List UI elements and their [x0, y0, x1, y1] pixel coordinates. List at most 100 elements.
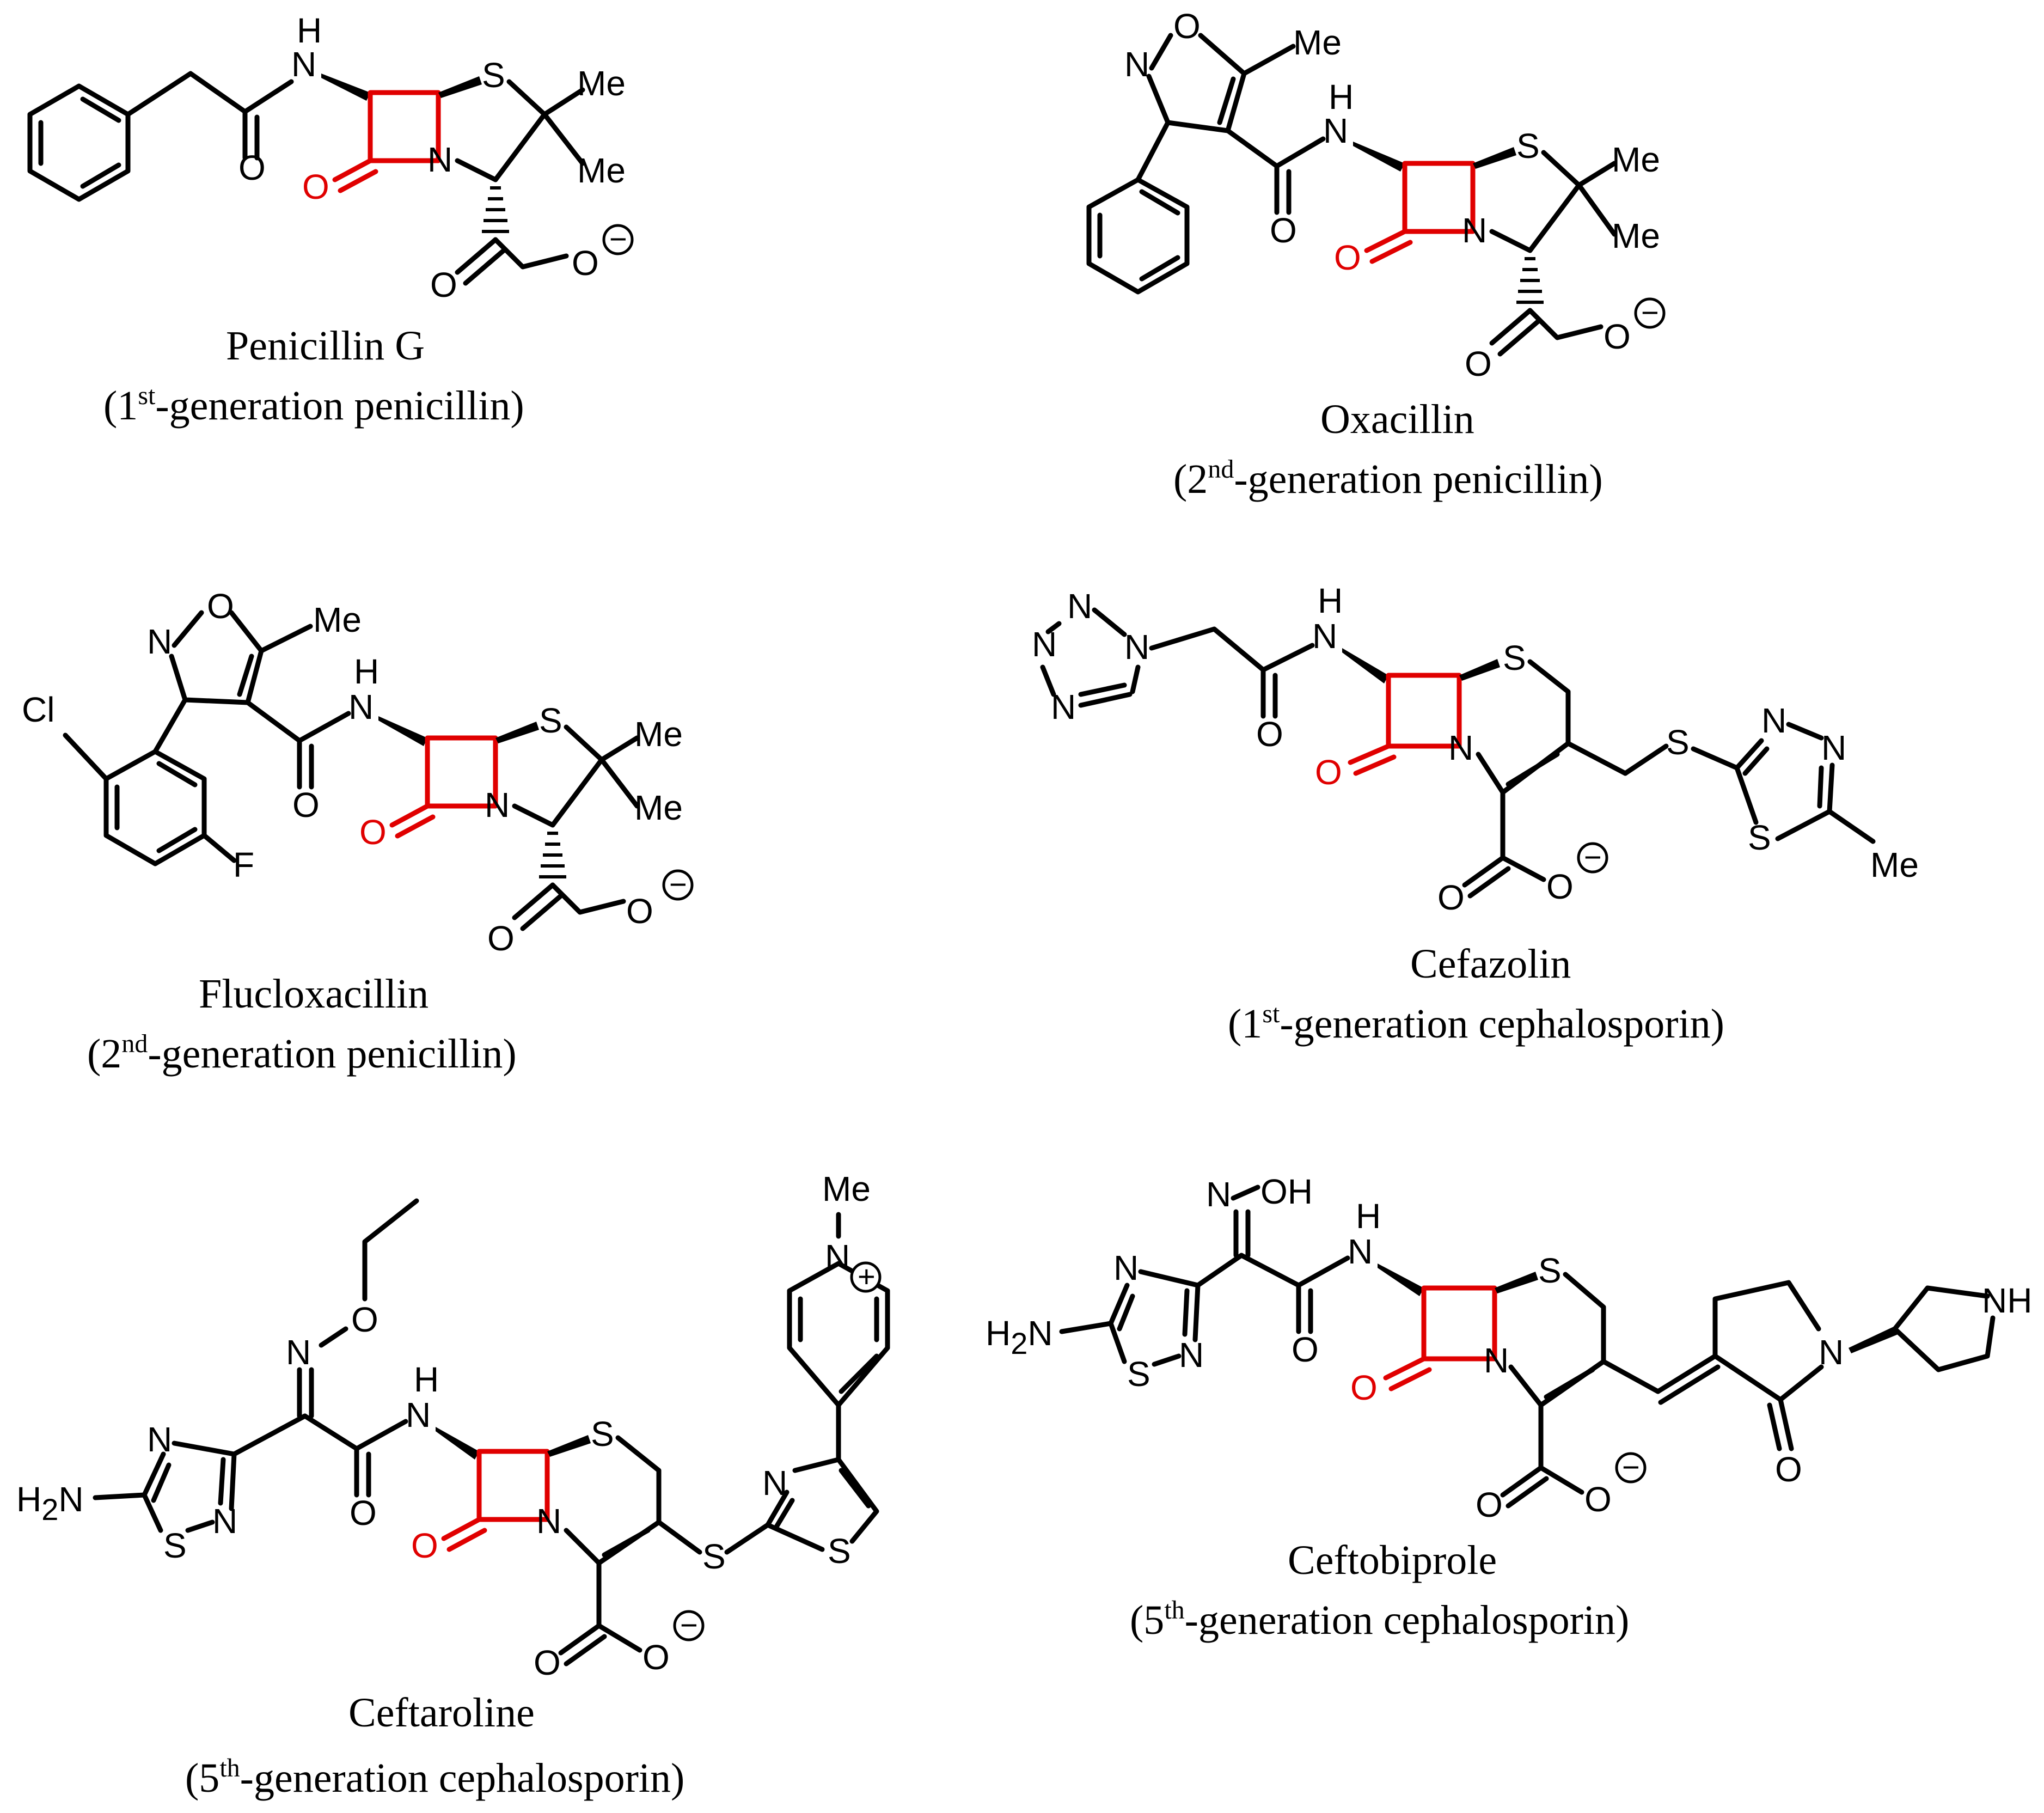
caption-name-oxacillin: Oxacillin [1320, 396, 1474, 442]
atom-Me-isox: Me [313, 600, 362, 639]
atom-O: O [487, 919, 515, 958]
atom-N-ring: N [427, 140, 452, 179]
beta-lactam-ring [368, 90, 441, 163]
atom-O-isox: O [207, 587, 234, 626]
caption-name-ceftobiprole: Ceftobiprole [1288, 1537, 1497, 1583]
atom-N-td2: N [1821, 728, 1846, 767]
atom-H2N-H: H2N [16, 1480, 84, 1527]
atom-H: H [297, 11, 322, 50]
molecule-ceftobiprole: N OH N N S H2N O H N O N S [986, 1172, 2032, 1643]
atom-O-pyrrolidinone: O [1775, 1450, 1802, 1489]
atom-O: O [1476, 1485, 1503, 1524]
atom-O: O [430, 265, 457, 304]
atom-H: H [1329, 77, 1354, 117]
atom-H: H [354, 652, 379, 691]
caption-gen-penicillin-g: (1st-generation penicillin) [103, 381, 524, 429]
atom-O-lactam: O [302, 167, 329, 206]
atom-N-td1: N [1113, 1248, 1139, 1287]
molecule-flucloxacillin: O N Me Cl F O H N O N S Me [22, 587, 694, 1077]
hashed-bond [482, 186, 509, 233]
atom-S-td: S [1127, 1354, 1150, 1394]
atom-O: O [1270, 211, 1297, 250]
atom-H2N-H: H2N [986, 1314, 1053, 1360]
atom-S: S [1538, 1251, 1562, 1290]
molecule-ceftaroline: O N N N S H2N O H N O N S [16, 1169, 890, 1801]
atom-O: O [1437, 878, 1465, 917]
atom-N-oxime: N [286, 1333, 311, 1372]
atom-N-ring: N [1484, 1341, 1509, 1380]
atom-N-ring: N [1462, 211, 1487, 250]
atom-O-minus: O [642, 1638, 670, 1677]
atom-O-lactam: O [1350, 1368, 1378, 1407]
atom-O: O [238, 148, 266, 187]
atom-O-minus: O [572, 243, 599, 283]
atom-O-minus: O [1584, 1480, 1612, 1519]
atom-O-isox: O [1173, 7, 1201, 46]
atom-O-lactam: O [359, 813, 387, 852]
caption-gen-cefazolin: (1st-generation cephalosporin) [1228, 999, 1724, 1047]
charge-minus: − [609, 222, 627, 256]
atom-OH: OH [1260, 1172, 1313, 1211]
caption-gen-ceftobiprole: (5th-generation cephalosporin) [1130, 1596, 1629, 1643]
molecule-cefazolin: N N N N O H N O N S S N N S [1032, 581, 1919, 1047]
atom-N-td2: N [1179, 1335, 1204, 1375]
atom-O: O [1292, 1330, 1319, 1369]
atom-S-link: S [702, 1537, 726, 1576]
caption-gen-oxacillin: (2nd-generation penicillin) [1173, 455, 1603, 502]
atom-N-pyr: N [825, 1237, 850, 1277]
atom-N-isox: N [147, 622, 172, 661]
atom-O-minus: O [626, 892, 653, 931]
beta-lactam-ring [1421, 1285, 1497, 1362]
caption-name-penicillin-g: Penicillin G [226, 323, 425, 369]
caption-gen-flucloxacillin: (2nd-generation penicillin) [87, 1029, 517, 1077]
atom-N: N [406, 1395, 431, 1434]
charge-minus: − [1584, 840, 1602, 874]
atom-H: H [1318, 581, 1343, 620]
atom-N-isox: N [1124, 45, 1149, 84]
charge-minus: − [680, 1608, 698, 1642]
caption-gen-ceftaroline: (5th-generation cephalosporin) [185, 1754, 684, 1801]
phenyl-ring [1086, 177, 1190, 295]
charge-minus: − [1622, 1450, 1640, 1484]
charge-plus: + [858, 1259, 876, 1293]
atom-O-minus: O [1546, 867, 1574, 906]
benzene-ring [27, 83, 131, 202]
atom-Me-td: Me [1870, 845, 1919, 884]
atom-N-ring: N [485, 785, 510, 825]
beta-lactam-ring [1386, 673, 1462, 749]
atom-N: N [348, 687, 374, 727]
atom-NH: NH [1982, 1281, 2032, 1320]
molecule-oxacillin: O N Me O H N O N S Me Me [1086, 7, 1666, 502]
atom-Me1: Me [634, 715, 683, 754]
atom-Me2: Me [1612, 216, 1660, 255]
atom-S-link: S [1666, 723, 1690, 762]
hashed-bond [539, 832, 566, 878]
pyridinium-ring [787, 1261, 890, 1408]
beta-lactam-ring [425, 735, 498, 809]
atom-S: S [482, 56, 505, 95]
atom-F: F [233, 845, 254, 884]
atom-S: S [591, 1414, 614, 1454]
atom-N-td1: N [1761, 701, 1786, 740]
atom-N-oxime: N [1206, 1175, 1231, 1214]
atom-N: N [1348, 1232, 1373, 1271]
atom-Me2: Me [577, 151, 626, 190]
atom-N: N [1312, 616, 1337, 656]
atom-O-lactam: O [1334, 238, 1361, 277]
hashed-bond [1516, 257, 1544, 304]
atom-S-td: S [163, 1526, 187, 1565]
atom-N-tet1: N [1067, 587, 1092, 626]
atom-O-lactam: O [411, 1526, 438, 1565]
beta-lactam-ring [476, 1449, 550, 1522]
atom-O: O [350, 1493, 377, 1533]
caption-name-flucloxacillin: Flucloxacillin [199, 971, 429, 1017]
atom-S: S [1516, 126, 1540, 166]
atom-H: H [414, 1360, 439, 1399]
atom-N-ring: N [536, 1501, 561, 1541]
beta-lactam-ring [1402, 161, 1476, 234]
atom-O: O [534, 1643, 561, 1682]
molecule-penicillin-g: O H N O N S Me Me O O − Penicil [27, 11, 634, 429]
atom-Me1: Me [1612, 140, 1660, 179]
atom-S-thz: S [828, 1531, 851, 1571]
